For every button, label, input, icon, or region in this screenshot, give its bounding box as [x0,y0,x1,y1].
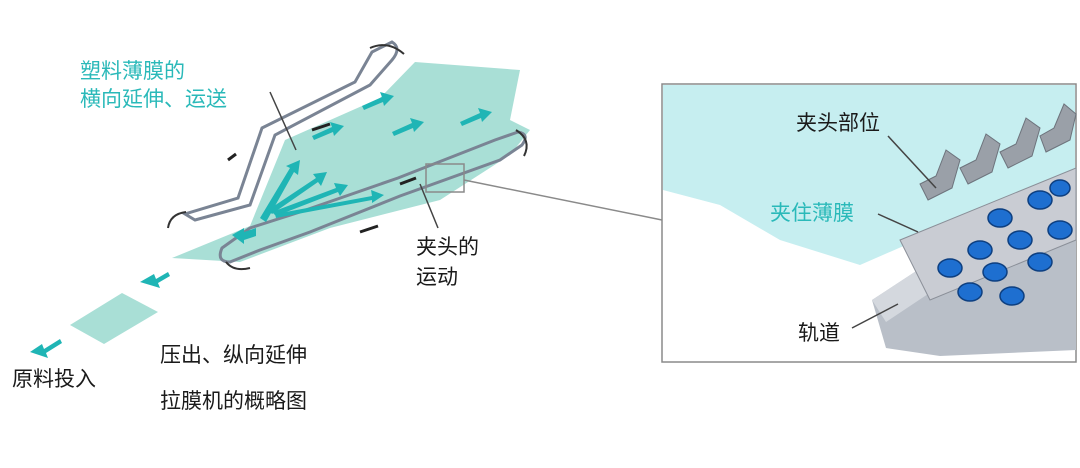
extrude-label: 压出、纵向延伸 [160,343,307,367]
input-arrows [30,272,170,358]
chain-rollers [937,179,1073,306]
clip-motion-ticks [227,122,417,234]
rail-leader [851,303,899,329]
loop-motion-arrows [167,44,528,271]
clip-motion-leader [419,183,439,229]
caption: 拉膜机的概略图 [160,389,307,413]
clip-heads [919,103,1077,201]
film-stretch-leader [269,91,297,151]
grip-film-label: 夹住薄膜 [770,201,854,225]
film-stretch-label-line1: 塑料薄膜的 [80,59,185,83]
clip-motion-label-line1: 夹头的 [416,235,479,259]
raw-material-sheet [70,293,158,344]
rail-label: 轨道 [798,321,840,345]
clip-motion-label-line2: 运动 [416,265,458,289]
raw-input-label: 原料投入 [12,367,96,391]
upper-rail-loop [181,40,399,222]
clip-part-leader [887,135,937,189]
zoom-box [425,163,465,193]
stretch-arrows [232,92,492,244]
zoom-connector [463,179,663,221]
film-stretch-label-line2: 横向延伸、运送 [80,87,227,111]
clip-part-label: 夹头部位 [796,111,880,135]
grip-film-leader [877,213,919,233]
film-sheet [172,62,530,262]
